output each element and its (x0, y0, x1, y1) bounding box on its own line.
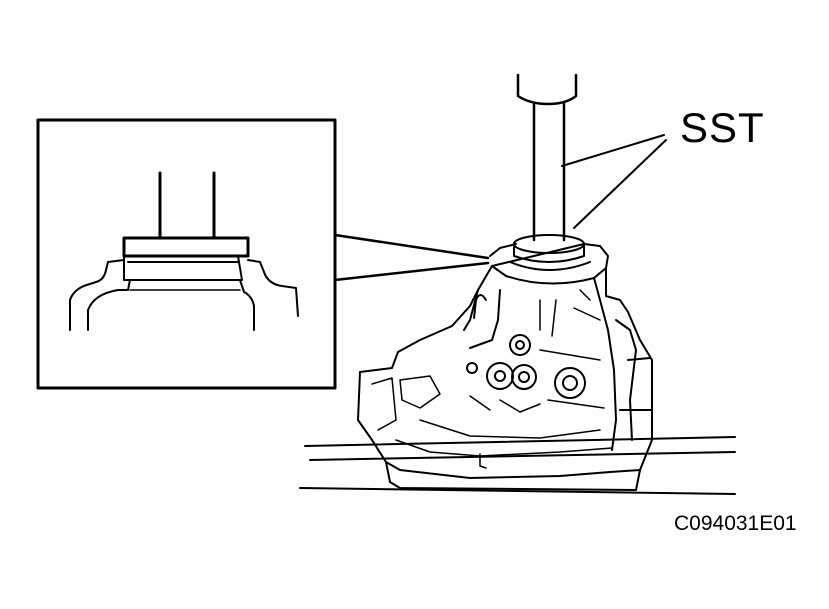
housing-drain (479, 453, 487, 469)
bench-line-1 (304, 436, 736, 447)
boss-left (486, 362, 514, 390)
housing-tower-edge (593, 277, 617, 451)
housing-detail-3 (539, 349, 605, 409)
boss-right-hole (562, 375, 578, 391)
seal-ring (509, 261, 591, 271)
inset-bore-right (239, 279, 255, 331)
workbench (299, 436, 736, 495)
boss-center (511, 364, 537, 390)
housing-right-rib (615, 319, 637, 441)
figure-code: C094031E01 (674, 512, 797, 535)
bench-line-3 (299, 487, 736, 495)
boss-top (509, 334, 531, 356)
housing-outline (357, 265, 653, 479)
housing-detail-7 (419, 419, 601, 439)
callout-line-bottom (333, 261, 490, 282)
sst-leader-1 (561, 134, 665, 167)
sst-label: SST (680, 104, 765, 151)
boss-top-hole (515, 340, 525, 350)
sst-plate-side (513, 243, 585, 263)
inset-seal (123, 255, 243, 281)
sst-shaft-top (516, 73, 578, 106)
housing-inner-ridge (469, 289, 501, 349)
boss-right (554, 367, 586, 399)
inset-frame (36, 118, 337, 390)
housing-detail-4 (469, 395, 541, 413)
housing-detail-6 (371, 377, 397, 431)
inset-detail (36, 118, 337, 390)
boss-left-hole (494, 370, 506, 382)
housing-right-ledge (627, 357, 651, 361)
inset-bore-left (87, 279, 131, 331)
boss-center-hole (518, 371, 530, 383)
housing-flange-left (489, 243, 517, 257)
inset-tool-plate (122, 236, 250, 258)
bench-line-2 (309, 451, 736, 461)
housing-detail-1 (539, 299, 557, 337)
housing-detail-2 (573, 289, 601, 321)
boss-small (466, 362, 478, 374)
sst-leader-2 (573, 139, 667, 229)
callout-line-top (333, 233, 490, 260)
housing-base (385, 461, 641, 491)
housing-small-boss (473, 294, 487, 319)
housing-detail-5 (399, 375, 441, 409)
sst-tool (509, 73, 591, 271)
inset-housing-left (69, 259, 125, 331)
housing-flange (491, 243, 609, 285)
sst-plate-top (513, 234, 585, 254)
transfer-housing (357, 243, 653, 491)
inset-housing-right (247, 259, 299, 317)
